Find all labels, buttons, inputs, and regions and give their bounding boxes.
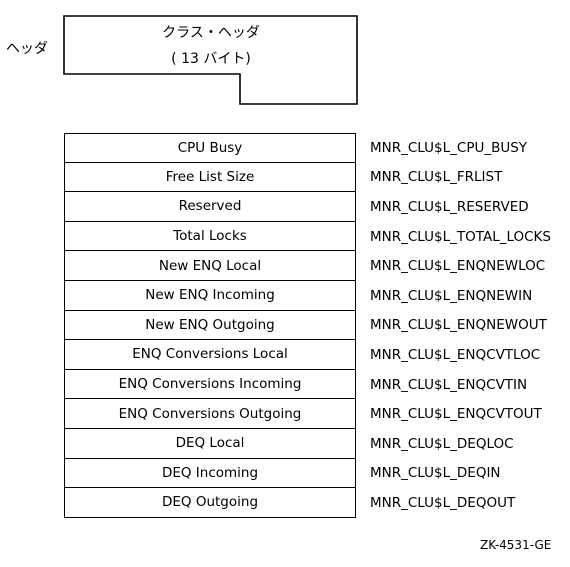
field-symbol: MNR_CLU$L_ENQCVTLOC [370,346,541,363]
field-symbol: MNR_CLU$L_DEQLOC [370,435,514,452]
field-label: New ENQ Outgoing [64,310,356,341]
header-side-label: ヘッダ [6,41,48,57]
field-symbol: MNR_CLU$L_ENQCVTOUT [370,406,542,423]
field-label: DEQ Local [64,428,356,459]
field-label: ENQ Conversions Local [64,340,356,370]
field-symbol: MNR_CLU$L_TOTAL_LOCKS [370,228,551,245]
class-header-block [63,15,358,105]
field-symbol: MNR_CLU$L_RESERVED [370,198,529,215]
field-label: ENQ Conversions Outgoing [64,399,356,429]
field-symbol: MNR_CLU$L_ENQCVTIN [370,376,528,393]
field-label: DEQ Outgoing [64,488,356,518]
field-symbol: MNR_CLU$L_DEQIN [370,465,501,482]
field-symbol: MNR_CLU$L_DEQOUT [370,494,516,511]
field-label: CPU Busy [64,133,356,163]
field-label: Reserved [64,192,356,222]
field-symbol: MNR_CLU$L_ENQNEWLOC [370,258,546,275]
class-header-title: クラス・ヘッダ [162,25,260,41]
field-label: Total Locks [64,221,356,252]
field-symbol: MNR_CLU$L_ENQNEWIN [370,287,533,304]
field-symbol: MNR_CLU$L_FRLIST [370,169,503,186]
figure-id: ZK-4531-GE [480,538,552,552]
field-symbol: MNR_CLU$L_CPU_BUSY [370,139,528,156]
field-label: Free List Size [64,162,356,193]
field-label: ENQ Conversions Incoming [64,369,356,400]
field-label: New ENQ Incoming [64,280,356,311]
field-label: New ENQ Local [64,251,356,281]
field-label: DEQ Incoming [64,458,356,489]
class-header-size: ( 13 バイト) [171,51,251,67]
field-symbol: MNR_CLU$L_ENQNEWOUT [370,317,547,334]
